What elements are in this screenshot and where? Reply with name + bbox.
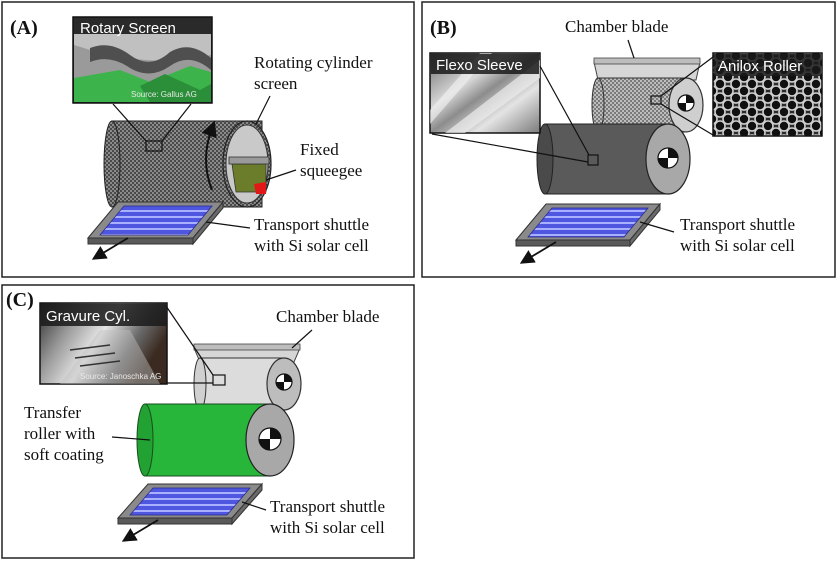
label-shuttle-2: with Si solar cell (270, 518, 385, 537)
squeegee-bar (228, 156, 270, 165)
panel-c-tag: (C) (6, 289, 34, 311)
transport-arrow (121, 519, 159, 542)
flexo-sleeve-cylinder (536, 123, 691, 195)
inset-flexo-sleeve: Flexo Sleeve (429, 52, 541, 134)
panel-b-frame (421, 1, 836, 278)
solar-cell (99, 205, 213, 236)
inset-gravure-cylinder-source: Source: Janoschka AG (80, 372, 161, 381)
inset-rotary-screen-source: Source: Gallus AG (131, 90, 197, 99)
label-shuttle-1: Transport shuttle (270, 497, 385, 516)
leader-line (241, 501, 267, 511)
callout-line (431, 133, 589, 163)
squeegee-tip (254, 182, 266, 194)
callout-line (660, 103, 714, 136)
label-squeegee-2: squeegee (300, 161, 362, 180)
panel-b: (B) (421, 1, 836, 278)
callout-line (112, 103, 147, 142)
chamber-blade (593, 57, 701, 81)
inset-rotary-screen: Rotary Screen Source: Gallus AG (72, 16, 213, 104)
leader-line (111, 436, 151, 441)
label-shuttle-2: with Si solar cell (680, 236, 795, 255)
label-rotating-cylinder-2: screen (254, 74, 298, 93)
leader-line (255, 95, 271, 125)
leader-line (627, 39, 635, 59)
inset-anilox-roller-title: Anilox Roller (718, 58, 802, 75)
label-shuttle-2: with Si solar cell (254, 236, 369, 255)
label-rotating-cylinder-1: Rotating cylinder (254, 53, 373, 72)
panel-a-frame (1, 1, 415, 278)
panel-c: (C) (1, 284, 415, 559)
inset-gravure-cylinder-title: Gravure Cyl. (46, 308, 130, 325)
label-squeegee-1: Fixed (300, 140, 339, 159)
gravure-cylinder (193, 357, 302, 411)
rotary-screen-cylinder (103, 120, 272, 208)
anilox-roller (591, 77, 704, 133)
inset-anilox-roller: Anilox Roller (712, 52, 823, 137)
inset-flexo-sleeve-title: Flexo Sleeve (436, 57, 523, 74)
zoom-marker (650, 95, 662, 105)
label-chamber-blade: Chamber blade (565, 17, 668, 36)
label-transfer-3: soft coating (24, 445, 104, 464)
transfer-roller (136, 403, 295, 477)
transport-shuttle (514, 202, 662, 264)
solar-cell (527, 207, 649, 238)
zoom-marker (145, 140, 163, 152)
transport-arrow (91, 237, 129, 260)
transport-arrow (519, 241, 557, 264)
callout-line (539, 65, 590, 156)
inset-gravure-cylinder: Gravure Cyl. Source: Janoschka AG (39, 302, 168, 385)
leader-line (291, 329, 313, 349)
solar-cell (129, 487, 251, 516)
panel-a-tag: (A) (10, 17, 38, 39)
rotation-arrow (201, 120, 217, 191)
callout-line (161, 103, 192, 142)
panel-a: (A) Rotary Screen Source: Gallus AG (1, 1, 415, 278)
leader-line (265, 169, 297, 181)
leader-line (639, 221, 675, 233)
panel-c-frame (1, 284, 415, 559)
zoom-marker (587, 154, 599, 166)
label-shuttle-1: Transport shuttle (680, 215, 795, 234)
zoom-marker (212, 374, 226, 386)
transport-shuttle (116, 482, 264, 542)
inset-rotary-screen-title: Rotary Screen (80, 20, 176, 37)
label-shuttle-1: Transport shuttle (254, 215, 369, 234)
label-transfer-1: Transfer (24, 403, 81, 422)
label-transfer-2: roller with (24, 424, 96, 443)
callout-line (165, 305, 214, 376)
callout-line (660, 56, 714, 97)
leader-line (205, 221, 251, 229)
transport-shuttle (86, 200, 225, 260)
panel-b-tag: (B) (430, 17, 457, 39)
label-chamber-blade: Chamber blade (276, 307, 379, 326)
